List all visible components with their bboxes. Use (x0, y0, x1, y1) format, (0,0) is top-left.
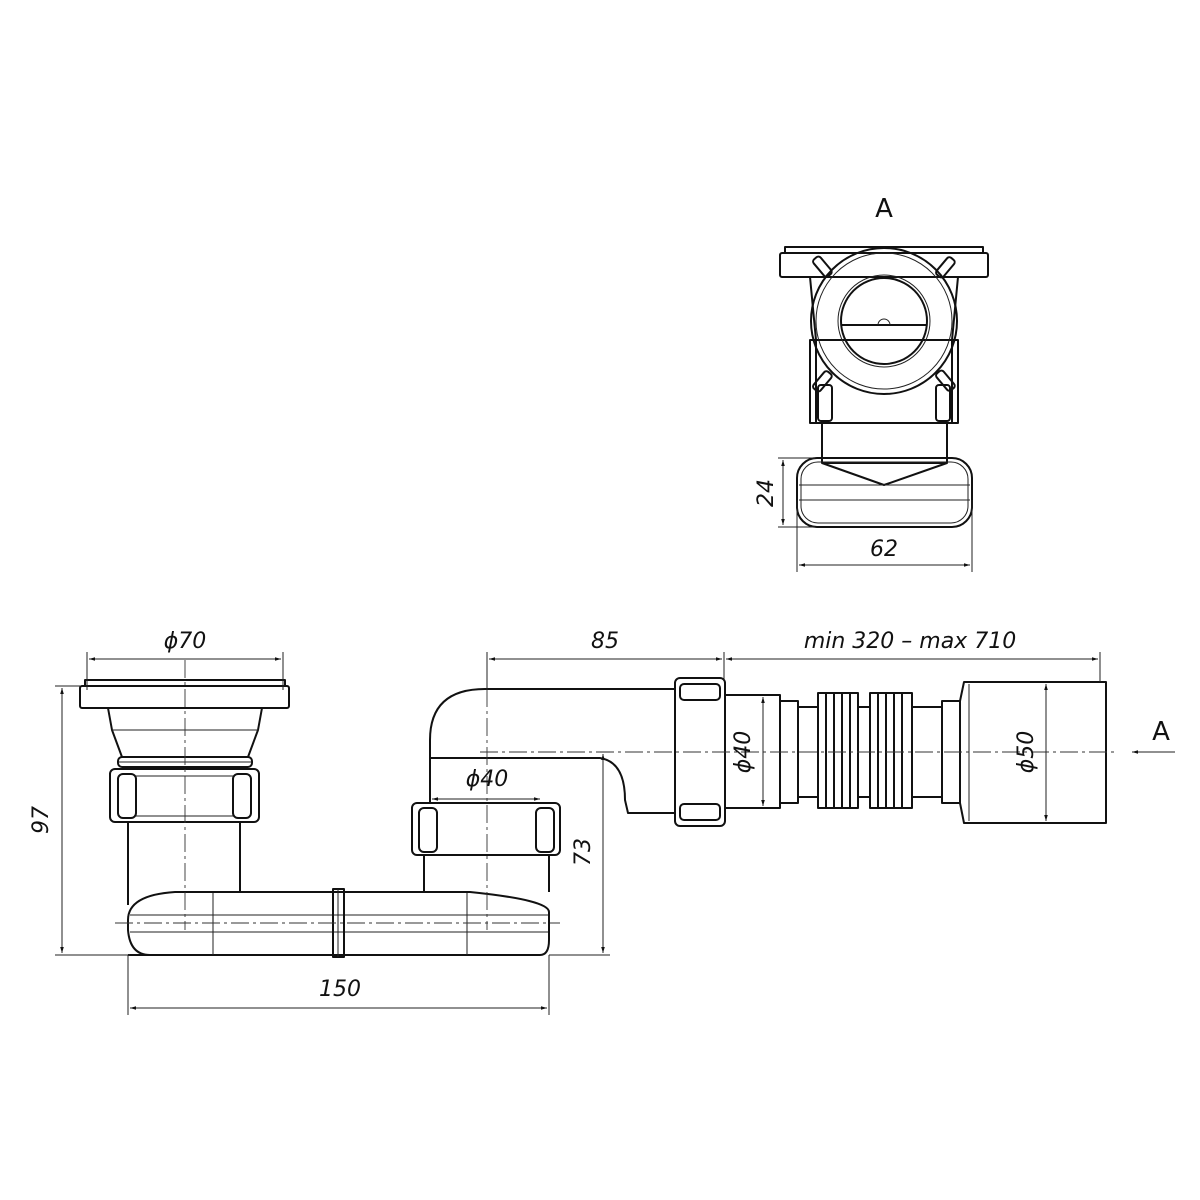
view-a-drawing (779, 246, 989, 528)
dim-hose-length-label: min 320 – max 710 (804, 629, 1016, 654)
dim-riser-diameter-label: ϕ40 (466, 767, 509, 792)
dim-strainer-diameter (86, 652, 284, 690)
riser-and-elbow (411, 677, 726, 892)
dim-elbow-length-label: 85 (591, 629, 619, 654)
dim-elbow-length (486, 652, 725, 690)
flexible-hose (724, 681, 1107, 824)
dim-total-height (55, 685, 130, 956)
dim-elbow-diameter-label: ϕ40 (731, 731, 756, 774)
corrugation-right (869, 692, 913, 809)
dim-outlet-width (796, 500, 973, 572)
centerlines (115, 660, 1115, 930)
dim-hose-length (726, 652, 1101, 682)
dim-outlet-diameter-label: ϕ50 (1014, 731, 1039, 774)
dim-total-height-label: 97 (29, 806, 54, 834)
strainer-assembly (79, 679, 290, 905)
bottom-pipe (127, 888, 550, 958)
view-a-label: A (875, 194, 893, 224)
dim-outlet-height-label: 24 (754, 479, 779, 507)
dim-strainer-diameter-label: ϕ70 (164, 629, 207, 654)
clip-ribs (812, 255, 956, 422)
dim-total-width-label: 150 (319, 977, 361, 1002)
dim-total-width (127, 955, 550, 1015)
dim-riser-height (549, 751, 610, 956)
dim-outlet-width-label: 62 (870, 537, 898, 562)
corrugation-left (817, 692, 859, 809)
section-arrow-label: A (1152, 717, 1170, 747)
dim-riser-height-label: 73 (571, 838, 596, 866)
